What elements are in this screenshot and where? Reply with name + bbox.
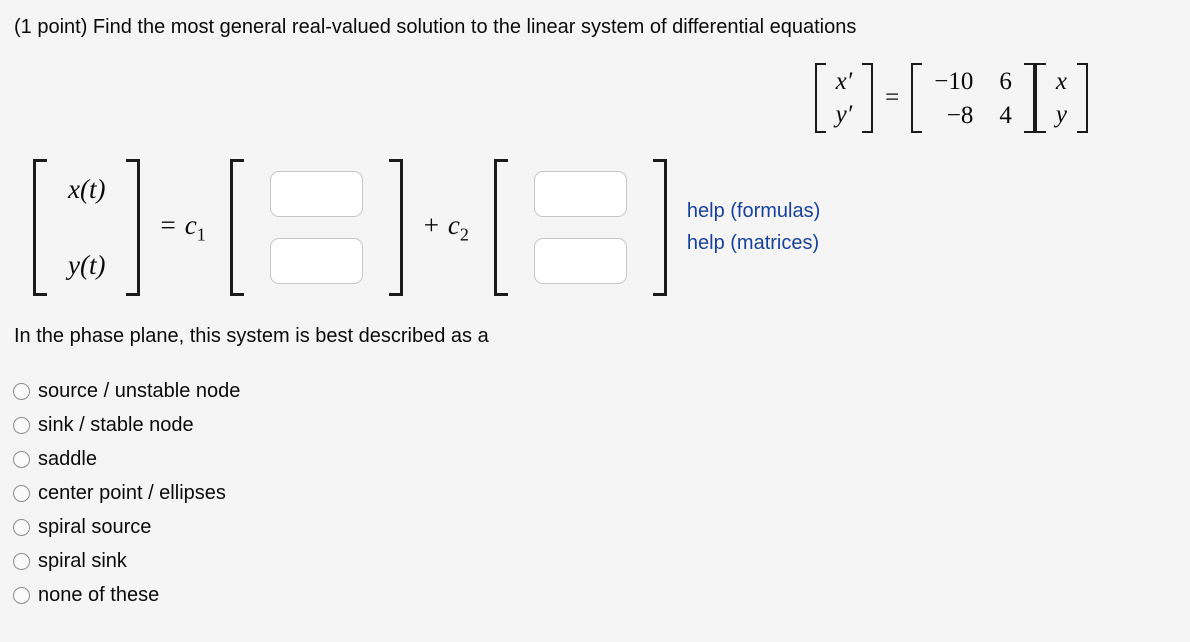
matrix-entry: 6 [999, 67, 1012, 95]
radio-center-point-ellipses[interactable] [13, 484, 30, 502]
answer-input-v1-row2[interactable] [269, 238, 363, 284]
plus-sign: + [423, 209, 439, 240]
bracket-left [493, 159, 508, 296]
bracket-left [33, 159, 47, 296]
state-vector: x y [1034, 63, 1088, 133]
option-spiral-sink[interactable]: spiral sink [13, 544, 240, 578]
solution-vector-x-label: x(t) [68, 174, 106, 204]
help-matrices-link[interactable]: help (matrices) [686, 232, 820, 254]
coefficient-matrix: −10 6 −8 4 [911, 63, 1035, 133]
answer-row: x(t) y(t) =c1 +c2 help (formulas) help (… [33, 159, 820, 296]
help-formulas-link[interactable]: help (formulas) [686, 200, 821, 222]
option-center-point-ellipses[interactable]: center point / ellipses [13, 476, 240, 510]
option-label: none of these [38, 583, 160, 606]
matrix-entry: y′ [835, 101, 853, 128]
phase-plane-question: In the phase plane, this system is best … [14, 325, 489, 347]
problem-statement: (1 point) Find the most general real-val… [14, 16, 857, 38]
matrix-entry: y [1055, 101, 1067, 128]
answer-input-v2-row2[interactable] [533, 238, 627, 284]
bracket-right [862, 63, 874, 133]
radio-sink-stable-node[interactable] [13, 416, 30, 434]
option-label: spiral sink [38, 549, 127, 572]
option-spiral-source[interactable]: spiral source [13, 510, 240, 544]
option-sink-stable-node[interactable]: sink / stable node [13, 408, 240, 442]
eigenvector-2 [493, 159, 667, 296]
equals-sign: = [160, 209, 176, 240]
radio-spiral-sink[interactable] [13, 552, 30, 570]
bracket-left [911, 63, 923, 133]
solution-vector-y-label: y(t) [68, 250, 106, 280]
help-links: help (formulas) help (matrices) [687, 200, 820, 255]
coefficient-c1: =c1 [160, 209, 206, 245]
bracket-right [126, 159, 141, 296]
derivative-vector: x′ y′ [814, 63, 874, 133]
eigenvector-1 [229, 159, 403, 296]
phase-plane-options: source / unstable node sink / stable nod… [13, 374, 240, 612]
option-saddle[interactable]: saddle [13, 442, 240, 476]
bracket-right [652, 159, 667, 296]
bracket-right [1023, 63, 1035, 133]
matrix-entry: −10 [934, 67, 974, 95]
radio-source-unstable-node[interactable] [13, 382, 30, 400]
option-source-unstable-node[interactable]: source / unstable node [13, 374, 240, 408]
matrix-entry: −8 [946, 101, 974, 129]
bracket-right [388, 159, 403, 296]
radio-saddle[interactable] [13, 450, 30, 468]
solution-vector: x(t) y(t) [33, 159, 141, 296]
bracket-left [229, 159, 244, 296]
answer-input-v2-row1[interactable] [533, 171, 627, 217]
system-equation: x′ y′ = −10 6 −8 4 x y [814, 63, 1088, 133]
option-none-of-these[interactable]: none of these [13, 578, 240, 612]
bracket-left [1034, 63, 1046, 133]
radio-none-of-these[interactable] [13, 586, 30, 604]
radio-spiral-source[interactable] [13, 518, 30, 536]
matrix-entry: x′ [835, 68, 853, 95]
matrix-entry: x [1055, 68, 1067, 95]
equals-sign: = [885, 84, 900, 111]
coefficient-c2: +c2 [423, 209, 469, 245]
option-label: spiral source [38, 515, 152, 538]
option-label: source / unstable node [38, 379, 241, 402]
option-label: sink / stable node [38, 413, 194, 436]
bracket-left [814, 63, 826, 133]
answer-input-v1-row1[interactable] [269, 171, 363, 217]
option-label: saddle [38, 447, 97, 470]
matrix-entry: 4 [999, 101, 1012, 129]
bracket-right [1077, 63, 1088, 133]
option-label: center point / ellipses [38, 481, 226, 504]
